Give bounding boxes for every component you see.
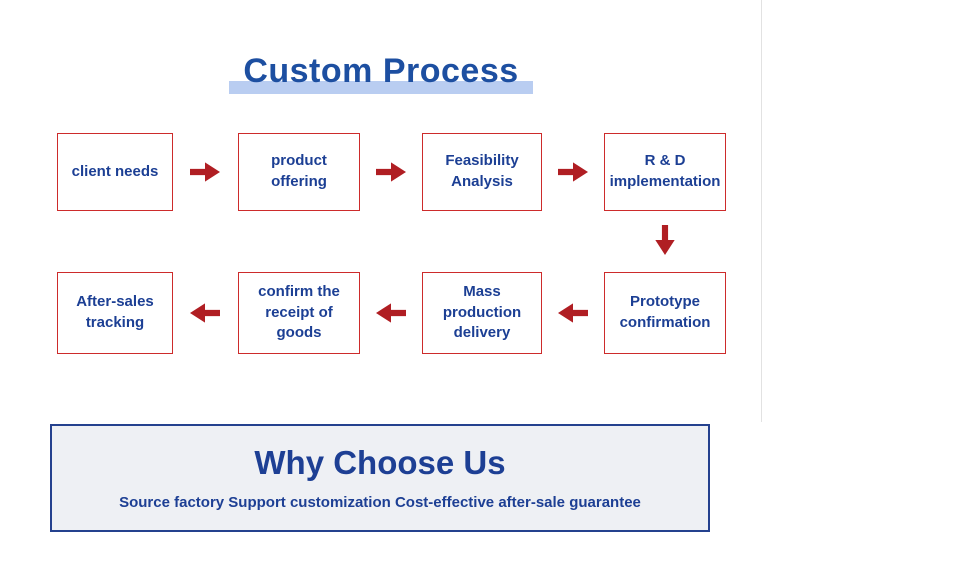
page-title: Custom Process — [229, 52, 533, 94]
flow-step-prototype-confirmation: Prototype confirmation — [604, 272, 726, 354]
flow-step-feasibility-analysis: Feasibility Analysis — [422, 133, 542, 211]
flow-step-after-sales-tracking: After-sales tracking — [57, 272, 173, 354]
arrow-right-icon — [190, 162, 220, 182]
flow-step-rd-implementation: R & D implementation — [604, 133, 726, 211]
page-title-wrap: Custom Process — [0, 52, 762, 94]
arrow-right-icon — [558, 162, 588, 182]
why-choose-us-subtitle: Source factory Support customization Cos… — [119, 493, 641, 511]
arrow-left-icon — [376, 303, 406, 323]
why-choose-us-title: Why Choose Us — [254, 444, 506, 482]
flow-step-product-offering: product offering — [238, 133, 360, 211]
arrow-left-icon — [558, 303, 588, 323]
arrow-left-icon — [190, 303, 220, 323]
arrow-right-icon — [376, 162, 406, 182]
arrow-down-icon — [655, 225, 675, 255]
flow-step-mass-production-delivery: Mass production delivery — [422, 272, 542, 354]
page-divider — [761, 0, 762, 422]
flow-step-confirm-receipt-goods: confirm the receipt of goods — [238, 272, 360, 354]
flow-step-client-needs: client needs — [57, 133, 173, 211]
why-choose-us-panel: Why Choose Us Source factory Support cus… — [50, 424, 710, 532]
